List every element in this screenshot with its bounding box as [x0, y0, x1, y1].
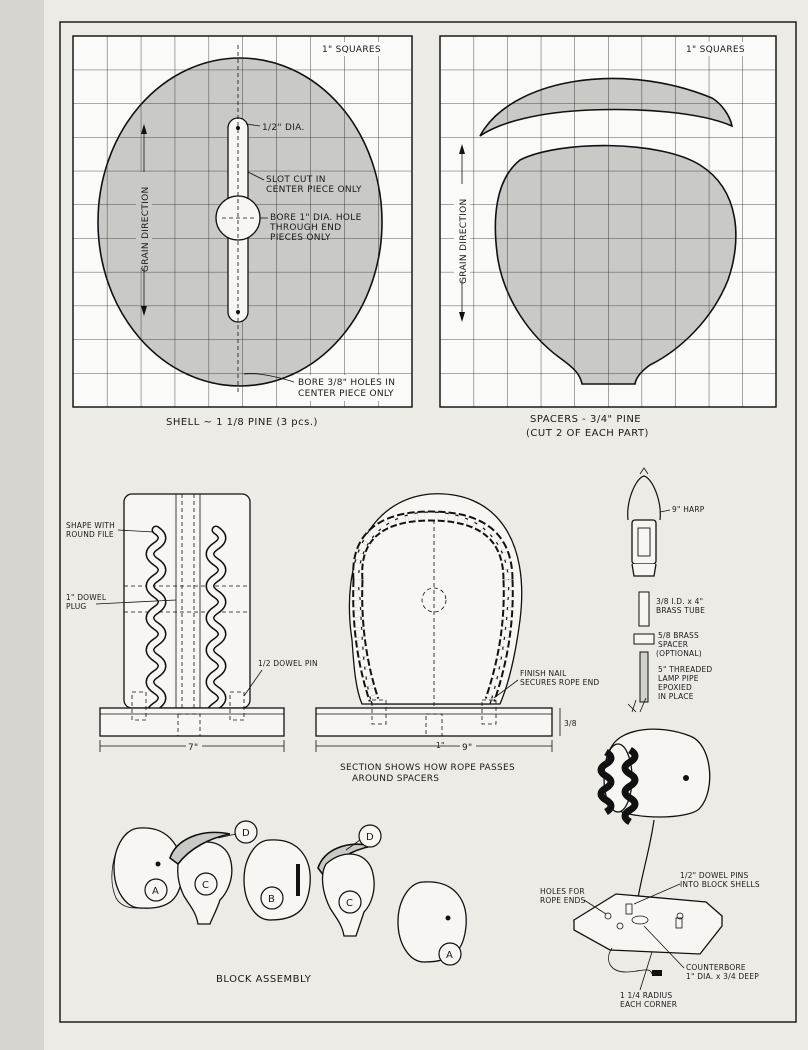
shell-grain-label: GRAIN DIRECTION: [141, 186, 151, 272]
shell-pattern: GRAIN DIRECTION 1" SQUARES 1/2" DIA. SLO…: [72, 35, 413, 408]
section-width-dim: 9": [462, 743, 472, 753]
shell-grid-note: 1" SQUARES: [322, 45, 381, 55]
counterbore-label-2: 1" DIA. x 3/4 DEEP: [686, 972, 759, 981]
pipe-label-3: EPOXIED: [658, 683, 692, 692]
shell-slot-label-1: SLOT CUT IN: [266, 175, 326, 185]
part-b: B: [268, 894, 275, 905]
hardware-stack: 9" HARP 3/8 I.D. x 4" BRASS TUBE 5/8 BRA…: [627, 467, 712, 703]
page-border: [59, 21, 797, 1023]
shell-caption: SHELL ~ 1 1/8 PINE (3 pcs.): [166, 417, 318, 428]
spacer-label-3: (OPTIONAL): [656, 649, 702, 658]
section-hole-dim: 1": [436, 741, 445, 750]
part-c-right: C: [346, 898, 353, 909]
assembly-caption: BLOCK ASSEMBLY: [216, 974, 312, 985]
page-gutter-shadow: [0, 0, 44, 1050]
front-width-dim: 7": [188, 743, 198, 753]
front-view: 7" SHAPE WITH ROUND FILE 1" DOWEL PLUG 1…: [66, 493, 318, 753]
tube-label-1: 3/8 I.D. x 4": [656, 597, 703, 606]
dowel-pin-label: 1/2 DOWEL PIN: [258, 659, 318, 668]
nail-label-1: FINISH NAIL: [520, 669, 567, 678]
threaded-pipe: [639, 651, 649, 703]
section-caption-1: SECTION SHOWS HOW ROPE PASSES: [340, 763, 515, 773]
dowel-label-2: PLUG: [66, 602, 86, 611]
section-caption-2: AROUND SPACERS: [352, 774, 439, 784]
pipe-label-2: LAMP PIPE: [658, 674, 699, 683]
radius-label-1: 1 1/4 RADIUS: [620, 991, 672, 1000]
front-base: [99, 707, 285, 737]
rope-holes-label-2: ROPE ENDS: [540, 896, 585, 905]
harp: [627, 475, 661, 521]
part-a-right: A: [446, 950, 453, 961]
shell-holes-label-2: CENTER PIECE ONLY: [298, 389, 394, 399]
spacer-caption-1: SPACERS - 3/4" PINE: [530, 414, 641, 425]
spacer-grain-label: GRAIN DIRECTION: [459, 198, 469, 284]
dowel-label-1: 1" DOWEL: [66, 593, 107, 602]
shell-holes-label-1: BORE 3/8" HOLES IN: [298, 378, 395, 388]
section-height-dim: 3/8: [564, 719, 577, 728]
shell-dia-label: 1/2" DIA.: [262, 123, 305, 133]
section-base: [315, 707, 553, 737]
brass-spacer: [633, 633, 655, 645]
part-d-right: D: [366, 832, 374, 843]
harp-label: 9" HARP: [672, 505, 705, 514]
brass-tube: [638, 591, 650, 627]
part-d-left: D: [242, 828, 250, 839]
dowel-pins-label-1: 1/2" DOWEL PINS: [680, 871, 748, 880]
shell-bore-label-3: PIECES ONLY: [270, 233, 331, 243]
part-a-left: A: [152, 886, 159, 897]
nail-label-2: SECURES ROPE END: [520, 678, 599, 687]
spacers-pattern: GRAIN DIRECTION 1" SQUARES: [439, 35, 777, 408]
counterbore-label-1: COUNTERBORE: [686, 963, 746, 972]
rope-holes-label-1: HOLES FOR: [540, 887, 585, 896]
pipe-label-1: 5" THREADED: [658, 665, 712, 674]
shape-label-2: ROUND FILE: [66, 530, 114, 539]
spacer-caption-2: (CUT 2 OF EACH PART): [526, 428, 649, 439]
spacer-grid-note: 1" SQUARES: [686, 45, 745, 55]
block-assembly: A C D B D C A: [111, 820, 467, 966]
shell-bore-label-2: THROUGH END: [269, 223, 341, 233]
dowel-pins-label-2: INTO BLOCK SHELLS: [680, 880, 760, 889]
section-view: 9" 1" 3/8 FINISH NAIL SECURES ROPE END: [315, 493, 599, 753]
part-c-left: C: [202, 880, 209, 891]
shell-bore-label-1: BORE 1" DIA. HOLE: [270, 213, 362, 223]
pipe-label-4: IN PLACE: [658, 692, 694, 701]
base-detail: HOLES FOR ROPE ENDS 1/2" DOWEL PINS INTO…: [540, 697, 760, 1009]
spacer-label-1: 5/8 BRASS: [658, 631, 699, 640]
radius-label-2: EACH CORNER: [620, 1000, 677, 1009]
spacer-label-2: SPACER: [658, 640, 688, 649]
shape-label-1: SHAPE WITH: [66, 521, 115, 530]
shell-slot-label-2: CENTER PIECE ONLY: [266, 185, 362, 195]
tube-label-2: BRASS TUBE: [656, 606, 705, 615]
